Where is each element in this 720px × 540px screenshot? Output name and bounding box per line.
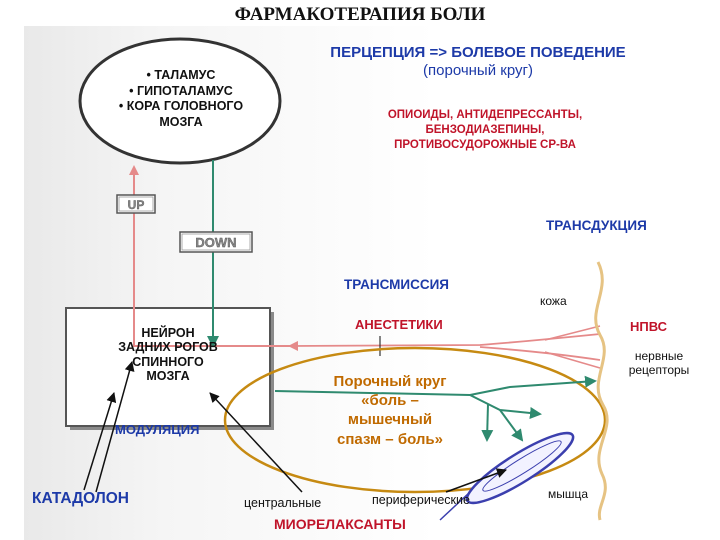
central-label: центральные <box>244 496 322 510</box>
receptors-line-2: рецепторы <box>628 362 690 377</box>
efferent-branch-2 <box>499 409 524 442</box>
brain-item-hypothalamus: • ГИПОТАЛАМУС <box>129 83 233 98</box>
vicious-line-3: мышечный <box>347 411 433 429</box>
efferent-to-receptors <box>469 375 597 396</box>
neuron-line-4: МОЗГА <box>146 369 190 384</box>
muscle-label: мышца <box>548 487 589 501</box>
vicious-circle-text: Порочный круг «боль – мышечный спазм – б… <box>300 372 480 449</box>
neuron-label: НЕЙРОН ЗАДНИХ РОГОВ СПИННОГО МОЗГА <box>66 326 270 384</box>
perception-line-2: (порочный круг) <box>423 62 533 80</box>
up-plate: UP <box>116 194 156 214</box>
perception-heading: ПЕРЦЕПЦИЯ => БОЛЕВОЕ ПОВЕДЕНИЕ (порочный… <box>290 44 666 80</box>
neuron-line-3: СПИННОГО <box>132 354 204 369</box>
nsaids-label: НПВС <box>630 319 668 334</box>
katadolon-arrow-1 <box>83 392 117 491</box>
brain-item-cortex-cont: МОЗГА <box>159 114 203 129</box>
modulation-label: МОДУЛЯЦИЯ <box>115 422 200 437</box>
brain-structures: • ТАЛАМУС • ГИПОТАЛАМУС • КОРА ГОЛОВНОГО… <box>98 68 264 131</box>
muscle-shape <box>439 431 575 521</box>
drugs-line-3: ПРОТИВОСУДОРОЖНЫЕ СР-ВА <box>394 138 576 151</box>
receptors-line-1: нервные <box>634 349 684 363</box>
up-label: UP <box>128 198 145 212</box>
drugs-line-2: БЕНЗОДИАЗЕПИНЫ, <box>425 123 545 136</box>
vicious-line-4: спазм – боль» <box>337 430 443 448</box>
down-plate: DOWN <box>179 231 253 253</box>
afferent-nerve-upper <box>288 333 601 351</box>
transmission-label: ТРАНСМИССИЯ <box>344 277 449 292</box>
central-drugs: ОПИОИДЫ, АНТИДЕПРЕССАНТЫ, БЕНЗОДИАЗЕПИНЫ… <box>330 108 640 153</box>
muscle-relaxants-label: МИОРЕЛАКСАНТЫ <box>274 516 406 532</box>
ascending-pathway <box>129 165 290 347</box>
brain-ellipse <box>78 37 282 165</box>
transduction-label: ТРАНСДУКЦИЯ <box>546 218 647 233</box>
katadolon-label: КАТАДОЛОН <box>32 490 129 507</box>
vicious-line-1: Порочный круг <box>333 373 447 390</box>
efferent-branch-3 <box>481 403 494 442</box>
nerve-fork <box>544 325 601 369</box>
perception-line-1: ПЕРЦЕПЦИЯ => БОЛЕВОЕ ПОВЕДЕНИЕ <box>330 44 626 61</box>
efferent-branch-1 <box>469 394 542 419</box>
efferent-pathway <box>274 390 471 396</box>
brain-item-cortex: • КОРА ГОЛОВНОГО <box>118 99 244 114</box>
neuron-box <box>65 307 271 427</box>
neuron-line-2: ЗАДНИХ РОГОВ <box>118 340 218 355</box>
anesthetics-label: АНЕСТЕТИКИ <box>355 317 443 332</box>
central-relaxant-arrow <box>209 392 303 493</box>
afferent-nerve-lower <box>479 346 601 361</box>
down-label: DOWN <box>195 235 236 250</box>
receptors-label: нервные рецепторы <box>610 349 708 378</box>
skin-label: кожа <box>540 294 567 308</box>
page-title: ФАРМАКОТЕРАПИЯ БОЛИ <box>234 4 486 25</box>
vicious-circle-ellipse <box>223 346 607 494</box>
drugs-line-1: ОПИОИДЫ, АНТИДЕПРЕССАНТЫ, <box>387 109 583 121</box>
peripheral-label: периферические <box>372 493 470 507</box>
vicious-line-2: «боль – <box>361 392 419 410</box>
peripheral-relaxant-arrow <box>445 468 507 493</box>
brain-item-thalamus: • ТАЛАМУС <box>146 68 216 82</box>
skin-line <box>594 261 609 521</box>
katadolon-arrow-2 <box>95 361 135 493</box>
neuron-line-1: НЕЙРОН <box>141 326 195 340</box>
